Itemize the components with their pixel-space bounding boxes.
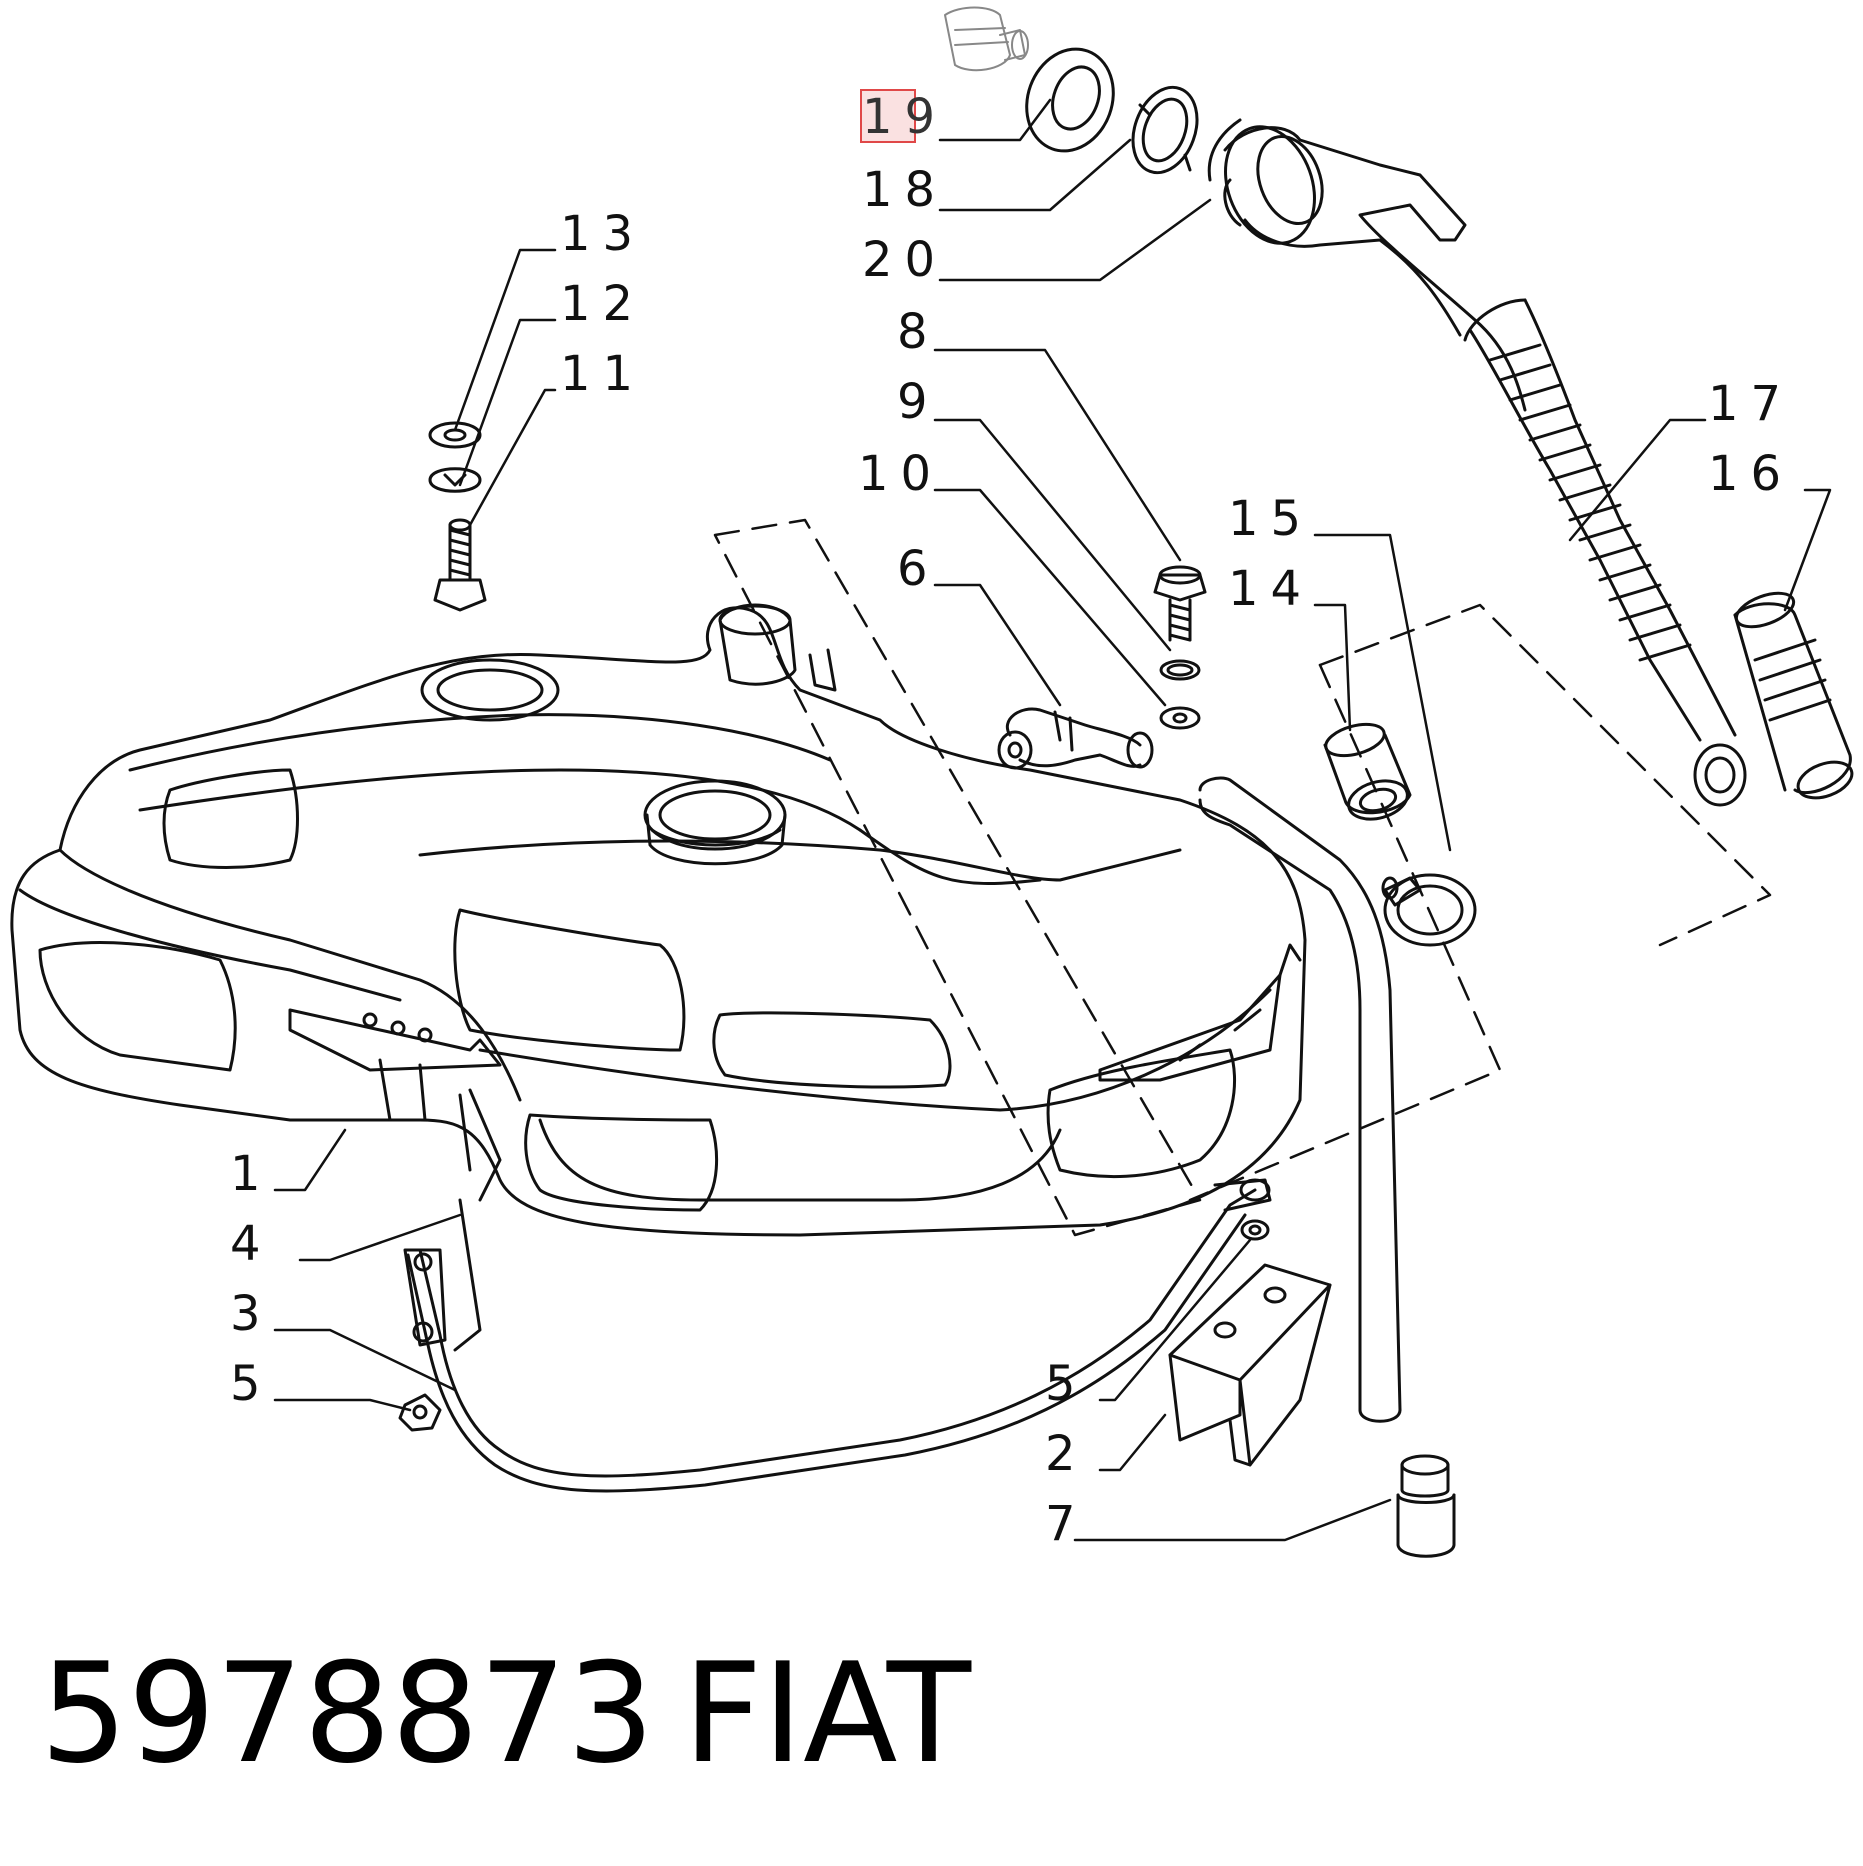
callout-7[interactable]: 7 bbox=[1045, 1496, 1088, 1552]
callout-19[interactable]: 19 bbox=[862, 89, 948, 145]
tank-strap bbox=[403, 1178, 1272, 1493]
elbow-fitting bbox=[997, 707, 1154, 770]
end-cap bbox=[1396, 1454, 1456, 1558]
bolt-assembly-right bbox=[1153, 565, 1207, 730]
callout-5-right[interactable]: 5 bbox=[1045, 1356, 1088, 1412]
sleeve-and-clamp bbox=[1323, 722, 1477, 947]
callout-12[interactable]: 12 bbox=[560, 276, 646, 332]
callout-11[interactable]: 11 bbox=[560, 346, 646, 402]
callout-20[interactable]: 20 bbox=[862, 232, 948, 288]
nuts bbox=[398, 1219, 1270, 1432]
part-number: 5978873 bbox=[40, 1633, 655, 1794]
support-bracket bbox=[1168, 1263, 1332, 1467]
callout-4[interactable]: 4 bbox=[230, 1216, 273, 1272]
vent-hose bbox=[1198, 776, 1402, 1423]
brand-name: FIAT bbox=[683, 1633, 972, 1794]
seal-and-ring bbox=[944, 6, 1199, 175]
callout-16[interactable]: 16 bbox=[1708, 446, 1794, 502]
callout-9[interactable]: 9 bbox=[897, 374, 940, 430]
dashed-assembly-lines bbox=[713, 518, 1772, 1237]
leader-lines bbox=[273, 98, 1832, 1542]
callout-1[interactable]: 1 bbox=[230, 1146, 273, 1202]
callout-10[interactable]: 10 bbox=[858, 446, 944, 502]
callout-2[interactable]: 2 bbox=[1045, 1426, 1088, 1482]
callout-15[interactable]: 15 bbox=[1228, 491, 1314, 547]
callout-highlight-box bbox=[860, 89, 916, 143]
callout-8[interactable]: 8 bbox=[897, 304, 940, 360]
fuel-tank bbox=[10, 603, 1307, 1237]
callout-17[interactable]: 17 bbox=[1708, 376, 1794, 432]
callout-6[interactable]: 6 bbox=[897, 541, 940, 597]
bolt-assembly-left bbox=[428, 421, 487, 612]
callout-14[interactable]: 14 bbox=[1228, 561, 1314, 617]
callout-18[interactable]: 18 bbox=[862, 162, 948, 218]
filler-neck bbox=[1207, 118, 1854, 807]
callout-3[interactable]: 3 bbox=[230, 1286, 273, 1342]
callout-13[interactable]: 13 bbox=[560, 206, 646, 262]
callout-5-left[interactable]: 5 bbox=[230, 1356, 273, 1412]
